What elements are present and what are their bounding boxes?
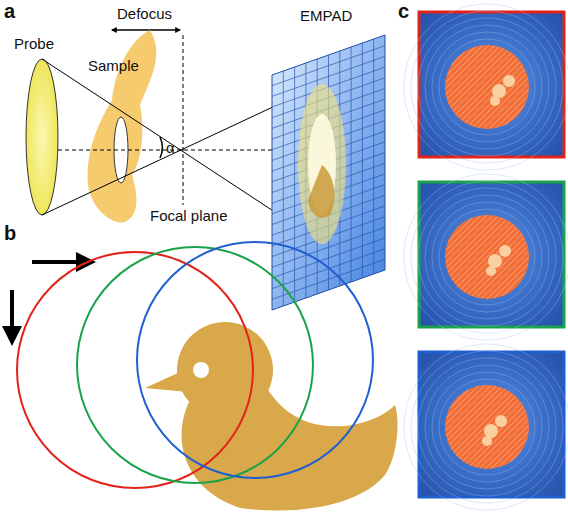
panel-label: b xyxy=(4,222,16,244)
panel-label: c xyxy=(398,0,409,22)
angle-label: α xyxy=(166,140,175,157)
part-label: Sample xyxy=(88,58,139,75)
diffraction-image xyxy=(404,344,568,510)
diffraction-image xyxy=(404,174,568,340)
part-label: Probe xyxy=(14,36,54,53)
diffraction-image xyxy=(404,4,568,170)
dimension-label: Defocus xyxy=(117,6,172,23)
part-label: EMPAD xyxy=(300,8,352,25)
part-label: Focal plane xyxy=(150,208,228,225)
panel-label: a xyxy=(4,0,15,22)
